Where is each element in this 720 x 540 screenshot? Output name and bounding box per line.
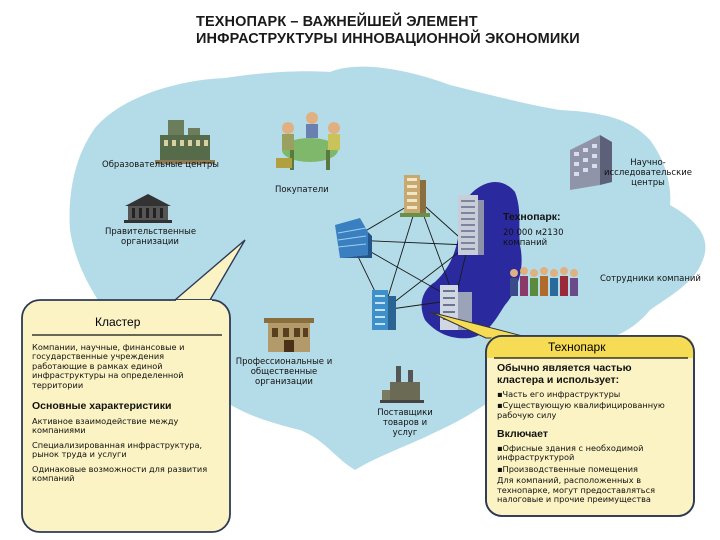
cluster-feature-item: Специализированная инфраструктура, рынок…	[32, 439, 224, 460]
cluster-description: Компании, научные, финансовые и государс…	[32, 342, 222, 390]
title-line-2: ИНФРАСТРУКТУРЫ ИННОВАЦИОННОЙ ЭКОНОМИКИ	[196, 31, 580, 47]
glass-office-icon	[335, 218, 372, 258]
cluster-description-line: территории	[32, 379, 84, 390]
cluster-feature-item: Одинаковые возможности для развития комп…	[32, 463, 224, 484]
cluster-feature-line: Специализированная инфраструктура,	[32, 439, 203, 450]
label-research-line: центры	[631, 178, 665, 188]
label-technopark-stats-line: компаний	[503, 238, 548, 248]
label-professional-line: общественные	[250, 367, 318, 377]
technopark-tower-icon	[458, 195, 484, 255]
label-technopark: Технопарк:	[503, 211, 561, 223]
technopark-includes-heading: Включает	[497, 428, 548, 440]
label-suppliers-line: услуг	[392, 428, 418, 438]
technopark-usually-line: кластера и использует:	[497, 374, 620, 386]
cluster-feature-line: Активное взаимодействие между	[32, 416, 179, 426]
page-title: ТЕХНОПАРК – ВАЖНЕЙШЕЙ ЭЛЕМЕНТ ИНФРАСТРУК…	[196, 14, 676, 48]
factory-icon	[380, 366, 424, 403]
technopark-include-line: ▪Офисные здания с необходимой	[497, 443, 644, 453]
cluster-feature-line: Одинаковые возможности для развития	[32, 463, 208, 474]
label-government-line: организации	[121, 237, 179, 247]
cluster-description-line: Компании, научные, финансовые и	[32, 342, 185, 352]
label-suppliers-line: товаров и	[382, 418, 428, 428]
cluster-feature-line: компаниями	[32, 425, 86, 436]
title-line-1: ТЕХНОПАРК – ВАЖНЕЙШЕЙ ЭЛЕМЕНТ	[196, 14, 478, 30]
label-research-line: Научно-	[630, 158, 666, 168]
cluster-feature-line: рынок труда и услуги	[32, 449, 127, 460]
cluster-features: Активное взаимодействие между компаниями…	[32, 416, 224, 484]
technopark-include-line: инфраструктурой	[497, 452, 575, 463]
label-professional-line: Профессиональные и	[235, 357, 333, 367]
label-government-line: Правительственные	[105, 227, 197, 237]
technopark-callout	[429, 311, 695, 517]
technopark-uses: ▪Часть его инфраструктуры ▪Существующую …	[497, 389, 689, 420]
label-technopark-stats-line: 20 000 м2130	[503, 228, 564, 238]
label-education: Образовательные центры	[102, 160, 219, 170]
cluster-callout	[21, 239, 246, 533]
education-building-icon	[155, 120, 215, 164]
technopark-include-line: налоговые и прочие преимущества	[497, 494, 651, 505]
technopark-use-line: ▪Часть его инфраструктуры	[497, 389, 621, 399]
label-professional-line: организации	[255, 377, 313, 387]
technopark-use-line: ▪Существующую квалифицированную	[497, 400, 665, 411]
technopark-use-line: рабочую силу	[497, 409, 557, 420]
label-suppliers-line: Поставщики	[377, 408, 433, 418]
office-tower-icon	[400, 175, 430, 217]
tall-office-icon	[372, 290, 396, 330]
label-employees: Сотрудники компаний	[600, 274, 701, 284]
cluster-description-line: инфраструктуры на определенной	[32, 370, 184, 381]
cluster-feature-line: компаний	[32, 473, 75, 484]
cluster-feature-item: Активное взаимодействие между компаниями	[32, 416, 224, 436]
technopark-include-line: технопарке, могут предоставляться	[497, 484, 656, 495]
cluster-description-line: работающие в рамках единой	[32, 360, 163, 371]
research-center-icon	[570, 135, 612, 190]
employees-group-icon	[510, 267, 578, 296]
technopark-title: Технопарк	[548, 340, 606, 354]
technopark-usually-heading: Обычно является частью кластера и исполь…	[497, 362, 632, 386]
label-suppliers: Поставщики товаров и услуг	[368, 408, 442, 438]
cluster-title: Кластер	[95, 315, 141, 329]
professional-org-building-icon	[264, 318, 314, 352]
label-government: Правительственные организации	[105, 227, 197, 247]
label-research-line: исследовательские	[603, 168, 692, 178]
label-research: Научно- исследовательские центры	[598, 158, 698, 188]
label-buyers: Покупатели	[275, 185, 329, 195]
buyers-meeting-icon	[276, 112, 340, 170]
technopark-include-line: ▪Производственные помещения	[497, 463, 638, 474]
cluster-features-heading: Основные характеристики	[32, 400, 172, 412]
label-professional: Профессиональные и общественные организа…	[228, 357, 340, 387]
technopark-include-line: Для компаний, расположенных в	[497, 475, 642, 486]
cluster-description-line: государственные учреждения	[32, 351, 165, 362]
label-technopark-stats: 20 000 м2130 компаний	[503, 228, 564, 248]
technopark-usually-line: Обычно является частью	[497, 362, 632, 374]
technopark-includes: ▪Офисные здания с необходимой инфраструк…	[497, 443, 689, 505]
government-building-icon	[124, 194, 172, 223]
